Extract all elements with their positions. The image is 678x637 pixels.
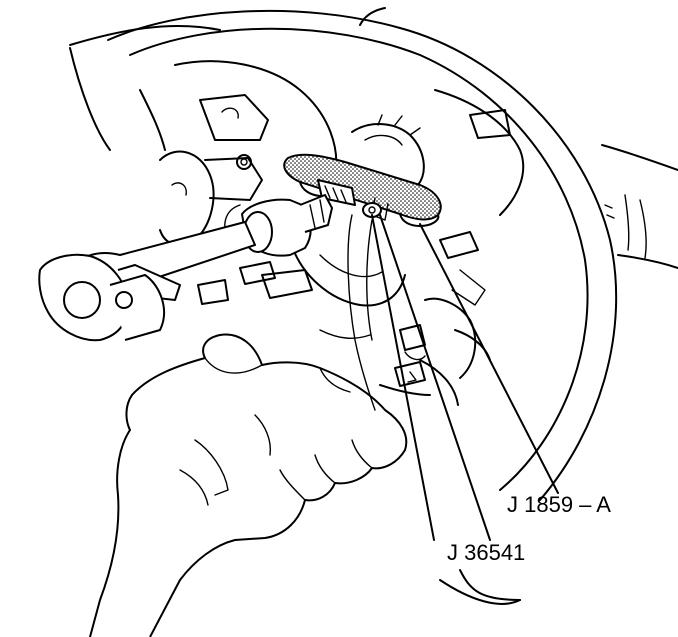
wheel-hub xyxy=(139,60,525,406)
hand-illustration xyxy=(89,333,408,637)
leader-j1859a xyxy=(419,223,559,494)
leader-j36541-b xyxy=(371,214,435,541)
steering-column xyxy=(601,144,678,269)
steering-wheel-rim xyxy=(69,7,618,605)
callout-j1859a: J 1859 – A xyxy=(507,492,611,517)
leader-lines xyxy=(347,214,559,541)
slide-hammer xyxy=(38,194,333,342)
callout-j36541: J 36541 xyxy=(447,540,526,565)
puller-bar xyxy=(283,153,442,227)
leader-j36541-a xyxy=(379,214,491,541)
